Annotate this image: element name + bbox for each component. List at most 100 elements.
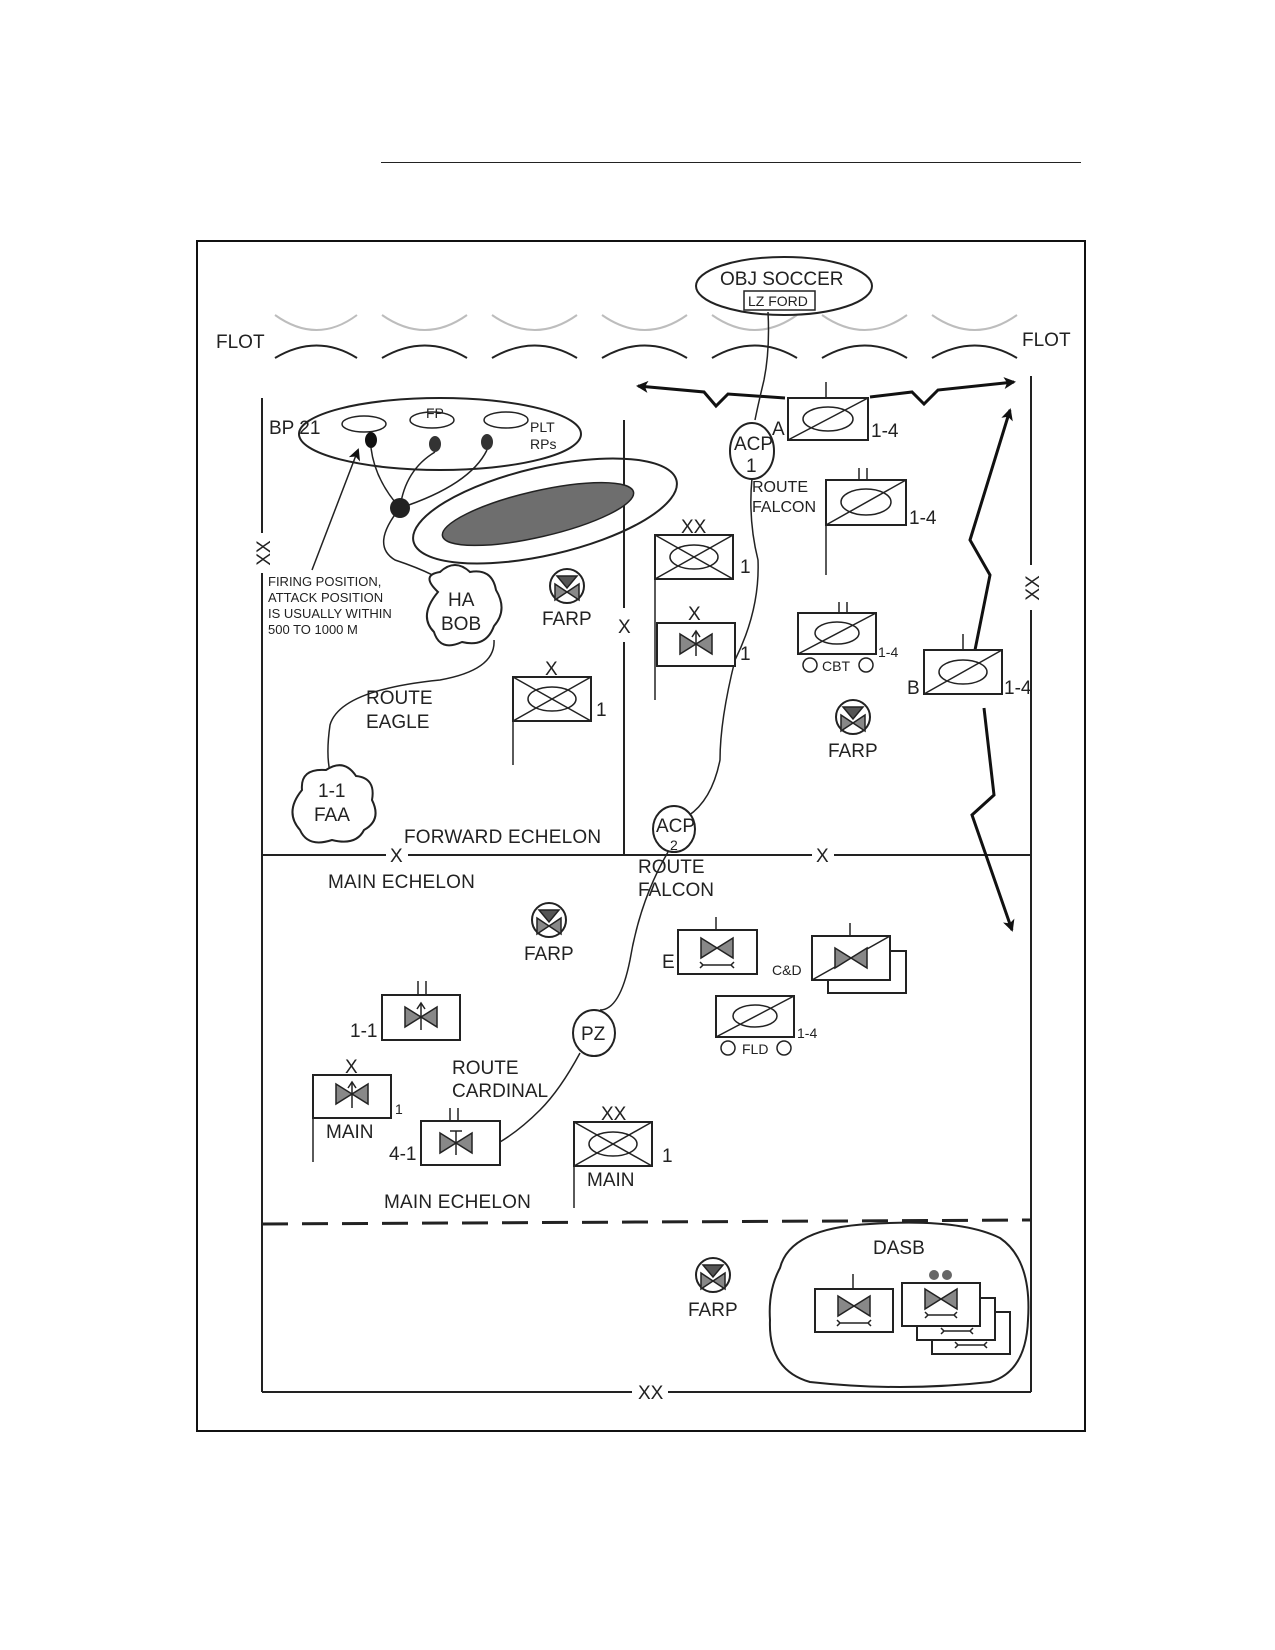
unit-1-1-battalion: [381, 981, 461, 1041]
figure-frame: [196, 240, 1086, 1432]
note-line-1: FIRING POSITION,: [268, 574, 381, 589]
route-eagle-path: [327, 639, 495, 779]
note-line-3: IS USUALLY WITHIN: [268, 606, 392, 621]
route-falcon-south-line-1: ROUTE: [638, 857, 705, 878]
holding-area-bob: HA BOB: [426, 564, 503, 647]
unit-a-id: A: [772, 419, 785, 440]
farp-rear: FARP: [688, 1257, 738, 1321]
route-eagle-line-2: EAGLE: [366, 712, 429, 733]
farp-main-label: FARP: [524, 944, 574, 965]
farp-forward-right: FARP: [828, 699, 878, 762]
unit-division-main-size: XX: [601, 1104, 627, 1125]
unit-fld: [715, 995, 795, 1056]
acp-2: ACP 2: [652, 805, 696, 853]
main-echelon-label-bottom: MAIN ECHELON: [384, 1192, 531, 1213]
acp1-line-2: 1: [746, 456, 757, 477]
faa-line-2: FAA: [314, 805, 350, 826]
unit-e-id: E: [662, 952, 675, 973]
unit-division-forward-number: 1: [740, 557, 751, 578]
flot-label-right: FLOT: [1022, 330, 1071, 351]
unit-division-forward-size: XX: [681, 517, 707, 538]
route-falcon-north-line-2: FALCON: [752, 499, 816, 516]
plt-label: PLT: [530, 419, 555, 435]
unit-b-echelon: 1-4: [1004, 678, 1032, 699]
unit-brigade-forward-number: 1: [596, 700, 607, 721]
note-firing-position: FIRING POSITION, ATTACK POSITION IS USUA…: [268, 574, 392, 637]
brigade-boundary-x-right: X: [816, 846, 829, 867]
unit-brigade-forward-size: X: [545, 659, 558, 680]
unit-avn-main-label: MAIN: [326, 1122, 374, 1143]
unit-a-echelon: 1-4: [871, 421, 899, 442]
route-falcon-south-line-2: FALCON: [638, 880, 714, 901]
brigade-boundary-x-left: X: [390, 846, 403, 867]
dasb-support-area: DASB: [768, 1221, 1030, 1388]
pickup-zone: PZ: [572, 1009, 616, 1057]
unit-division-forward: [654, 534, 734, 700]
acp2-line-2: 2: [670, 837, 678, 853]
unit-aviation-brigade-main: [312, 1074, 392, 1162]
unit-cbt-echelon: 1-4: [878, 644, 898, 660]
route-falcon-south-path: [599, 851, 669, 1011]
unit-cbt: [797, 602, 877, 673]
route-falcon-north-line-1: ROUTE: [752, 479, 808, 496]
flot-label-left: FLOT: [216, 332, 265, 353]
dasb-label: DASB: [873, 1238, 925, 1259]
pz-label: PZ: [581, 1024, 606, 1045]
main-echelon-label-top: MAIN ECHELON: [328, 872, 475, 893]
note-line-2: ATTACK POSITION: [268, 590, 383, 605]
unit-a-troop: [787, 382, 869, 441]
forward-echelon-label: FORWARD ECHELON: [404, 827, 601, 848]
unit-division-main-label: MAIN: [587, 1170, 635, 1191]
brigade-boundary-x-vertical: X: [618, 617, 631, 638]
farp-main: FARP: [524, 902, 574, 965]
division-boundary-xx-right: XX: [1023, 575, 1044, 601]
fp-label: FP: [426, 405, 444, 421]
unit-c-and-d: [811, 923, 907, 994]
note-pointer-arrow: [311, 448, 361, 571]
unit-aviation-brigade-forward-number: 1: [740, 644, 751, 665]
route-cardinal-line-1: ROUTE: [452, 1058, 519, 1079]
faa-line-1: 1-1: [318, 781, 345, 802]
unit-fld-echelon: 1-4: [797, 1025, 817, 1041]
unit-aviation-brigade-forward: [656, 622, 736, 667]
farp-forward-left: FARP: [542, 568, 592, 630]
unit-1-1-id: 1-1: [350, 1021, 377, 1042]
farp-rear-label: FARP: [688, 1300, 738, 1321]
unit-b-id: B: [907, 678, 920, 699]
farp-forward-left-label: FARP: [542, 609, 592, 630]
objective-soccer: OBJ SOCCER LZ FORD: [695, 256, 873, 316]
route-cardinal-path: [499, 1052, 581, 1143]
acp2-line-1: ACP: [656, 816, 695, 837]
flot-line: [274, 314, 1018, 359]
objective-name: OBJ SOCCER: [720, 269, 844, 290]
unit-division-main: [573, 1121, 653, 1208]
holding-area-line-1: HA: [448, 590, 475, 611]
page-header-rule: [381, 162, 1081, 163]
battle-position-21: [298, 397, 582, 518]
division-boundary-xx-bottom: XX: [638, 1383, 664, 1404]
unit-brigade-forward: [512, 676, 592, 765]
unit-division-main-number: 1: [662, 1146, 673, 1167]
unit-avn-main-size: X: [345, 1057, 358, 1078]
unit-4-1-battalion: [420, 1108, 501, 1166]
note-line-4: 500 TO 1000 M: [268, 622, 358, 637]
route-eagle-line-1: ROUTE: [366, 688, 433, 709]
unit-troop-2-echelon: 1-4: [909, 508, 937, 529]
unit-b-troop: [923, 634, 1003, 695]
holding-area-line-2: BOB: [441, 614, 481, 635]
unit-aviation-brigade-forward-size: X: [688, 604, 701, 625]
acp-1: ACP 1: [729, 422, 775, 480]
farp-forward-right-label: FARP: [828, 741, 878, 762]
unit-c-and-d-id: C&D: [772, 962, 802, 978]
unit-fld-label: FLD: [742, 1041, 768, 1057]
engagement-area: [412, 457, 678, 565]
unit-avn-main-number: 1: [395, 1101, 403, 1117]
unit-cbt-label: CBT: [822, 658, 850, 674]
screen-line: [636, 377, 1016, 932]
forward-assembly-area: 1-1 FAA: [291, 764, 377, 844]
bp21-label: BP 21: [269, 418, 320, 439]
boundaries: [261, 376, 1032, 1393]
unit-troop-1-4-upper: [825, 468, 907, 575]
rps-label: RPs: [530, 436, 556, 452]
